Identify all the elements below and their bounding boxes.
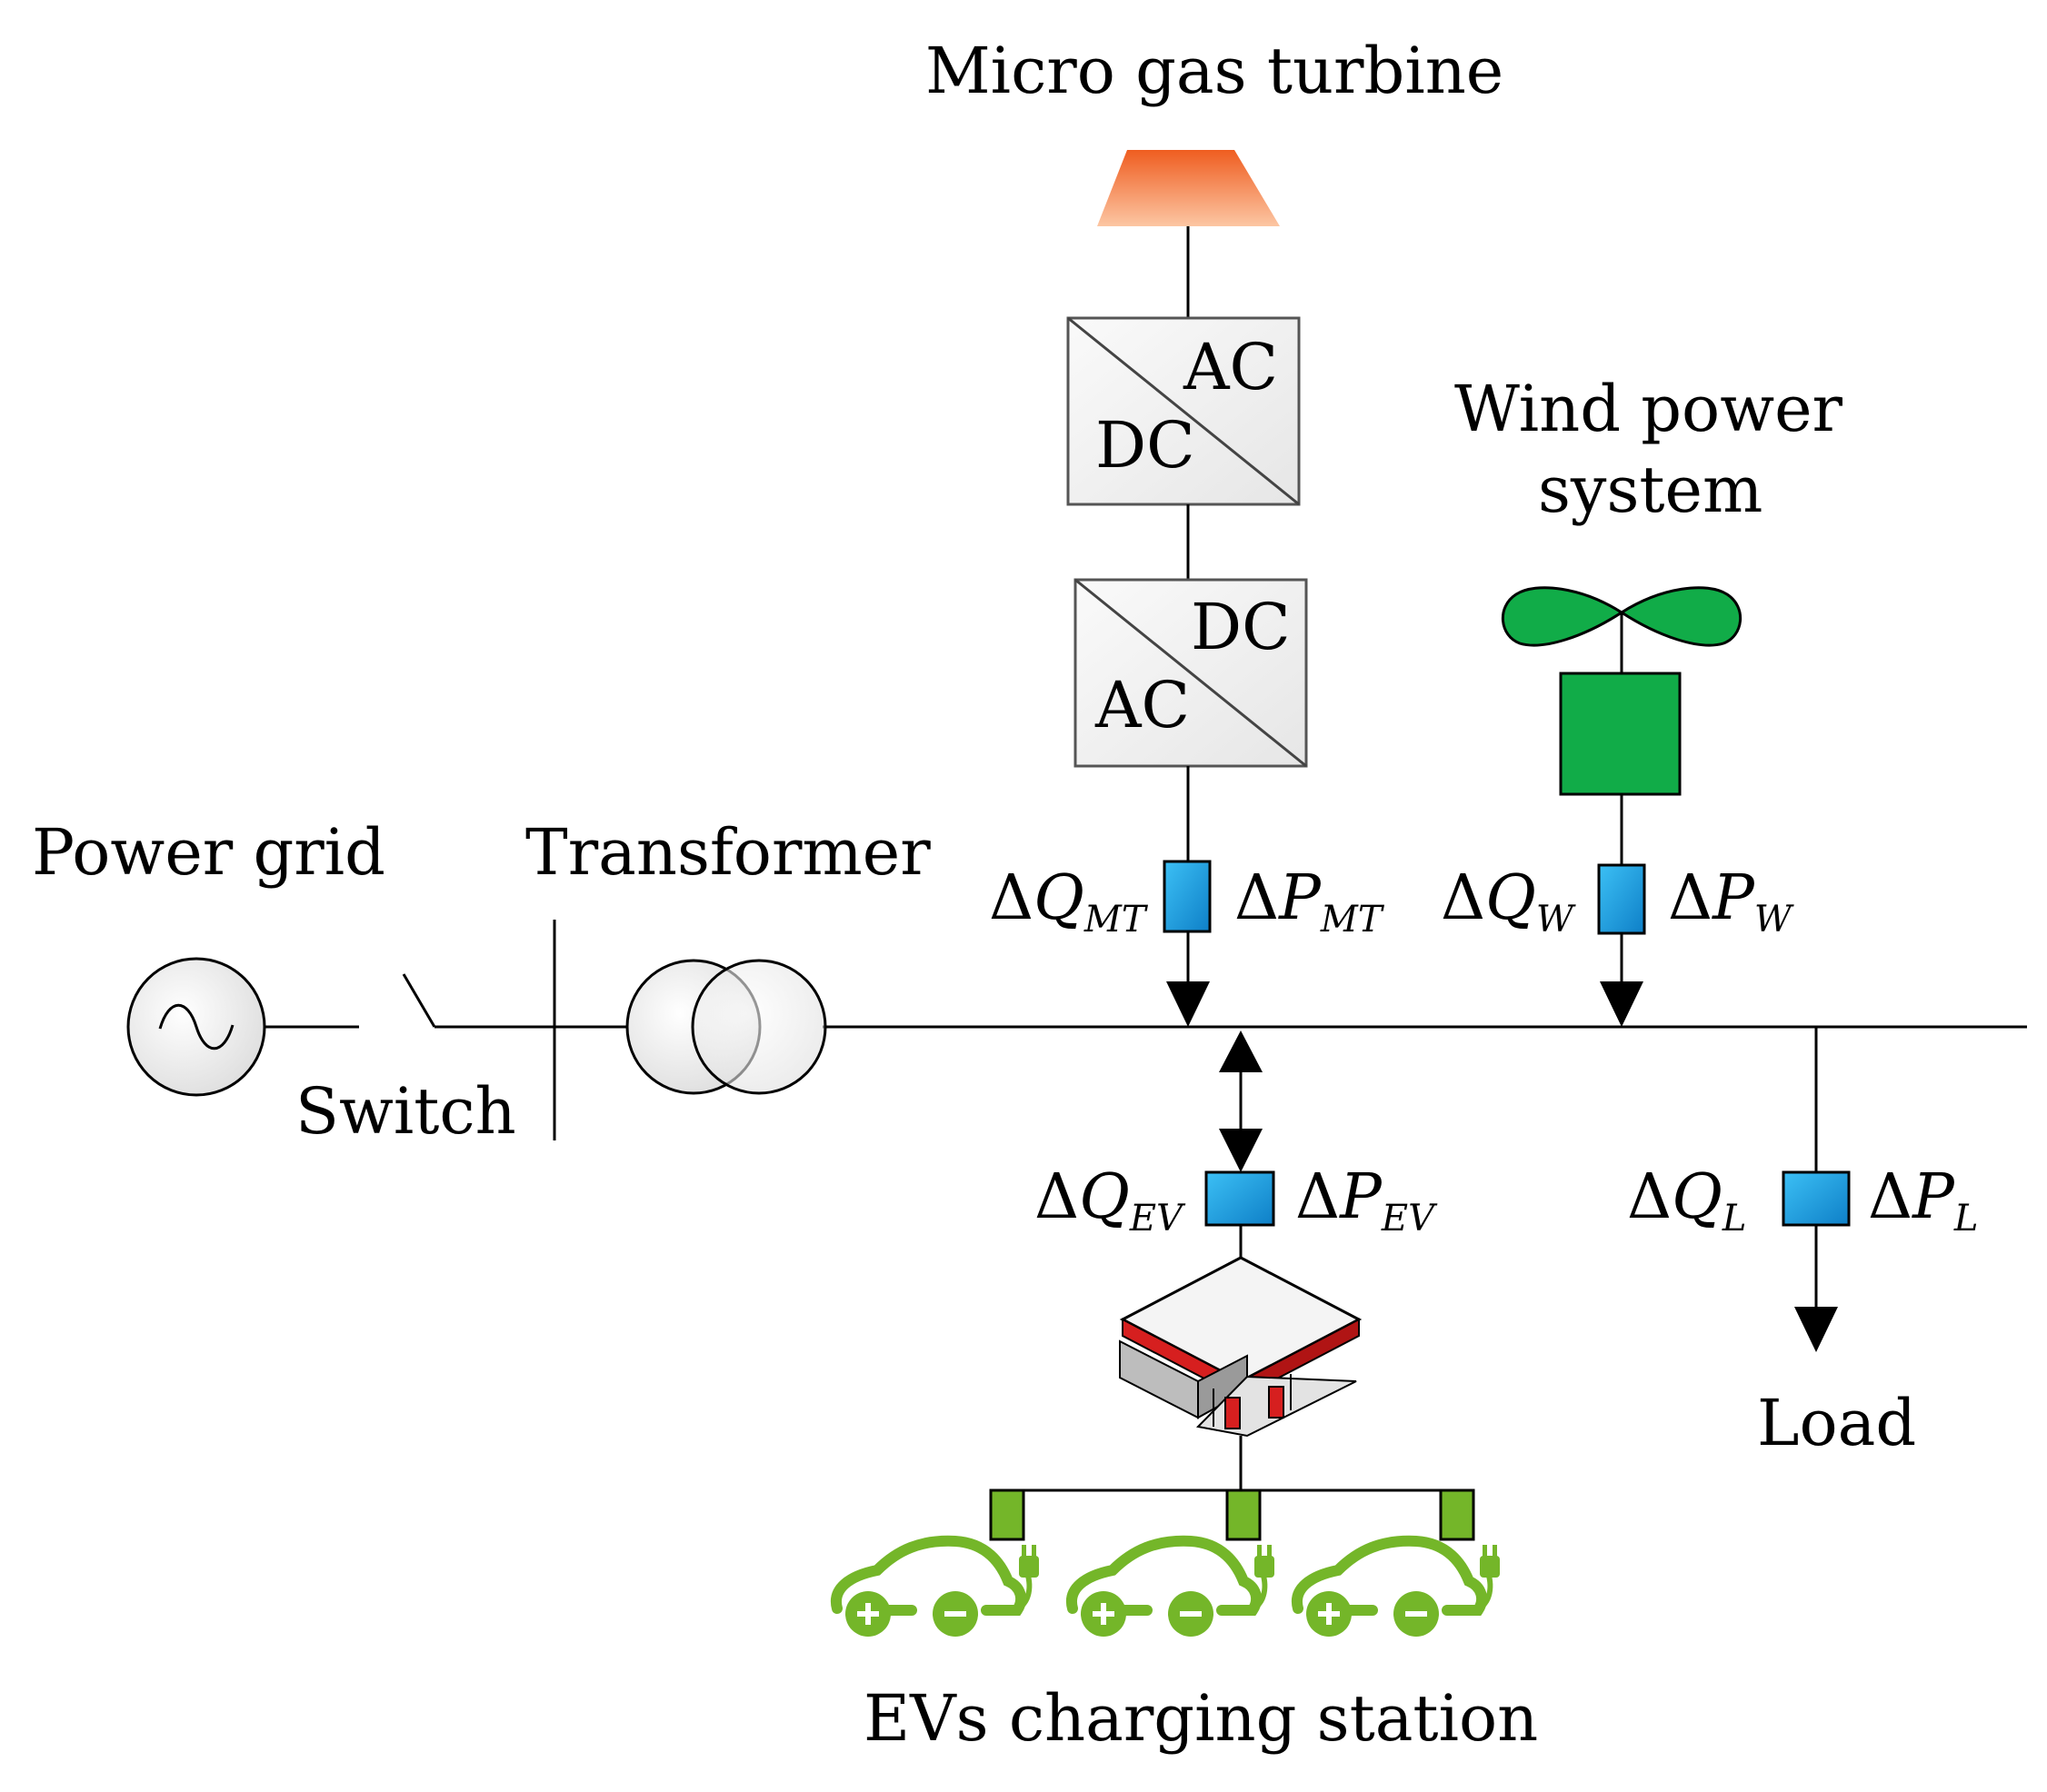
converter-1-lower-label: DC — [1095, 408, 1195, 483]
transformer-icon — [625, 959, 827, 1095]
delta-p-l: ΔPL — [1868, 1161, 1978, 1239]
charger-3 — [1439, 1488, 1475, 1541]
power-grid-label: Power grid — [32, 815, 385, 890]
wind-turbine-icon — [1502, 586, 1742, 796]
mt-arrow-icon — [1166, 981, 1210, 1027]
charger-1 — [989, 1488, 1025, 1541]
wind-power-label-line1: Wind power — [1454, 372, 1843, 446]
ev-car-1-icon — [830, 1535, 1039, 1637]
delta-q-ev: ΔQEV — [1034, 1161, 1186, 1239]
load-label: Load — [1757, 1386, 1916, 1460]
switch-icon[interactable] — [402, 973, 436, 1028]
charging-station-icon — [1119, 1256, 1363, 1438]
switch-label: Switch — [295, 1074, 516, 1149]
micro-gas-turbine-label: Micro gas turbine — [925, 34, 1503, 108]
transformer-label: Transformer — [525, 815, 931, 890]
converter-2-lower-label: AC — [1094, 668, 1190, 742]
charger-2 — [1225, 1488, 1262, 1541]
wind-power-label-line2: system — [1538, 453, 1762, 527]
power-grid-source-icon — [126, 957, 266, 1097]
w-measurement-node — [1597, 863, 1646, 935]
delta-q-mt: ΔQMT — [989, 862, 1149, 941]
converter-2-upper-label: DC — [1191, 590, 1291, 664]
w-arrow-icon — [1600, 981, 1643, 1027]
delta-p-mt: ΔPMT — [1234, 862, 1385, 941]
delta-p-w: ΔPW — [1668, 862, 1794, 941]
micro-gas-turbine-icon — [1097, 150, 1280, 226]
ev-bidirectional-arrow-icon — [1219, 1030, 1263, 1172]
load-arrow-icon — [1794, 1307, 1838, 1352]
delta-p-ev: ΔPEV — [1295, 1161, 1438, 1239]
delta-q-w: ΔQW — [1441, 862, 1576, 941]
ev-car-2-icon — [1065, 1535, 1274, 1637]
ev-measurement-node — [1204, 1170, 1275, 1227]
ev-station-label: EVs charging station — [864, 1681, 1538, 1756]
load-measurement-node — [1782, 1170, 1851, 1227]
ev-car-3-icon — [1291, 1535, 1500, 1637]
delta-q-l: ΔQL — [1627, 1161, 1746, 1239]
converter-ac-dc: AC DC — [1066, 316, 1301, 506]
mt-measurement-node — [1163, 860, 1212, 933]
converter-1-upper-label: AC — [1183, 330, 1278, 404]
converter-dc-ac: DC AC — [1073, 578, 1308, 768]
